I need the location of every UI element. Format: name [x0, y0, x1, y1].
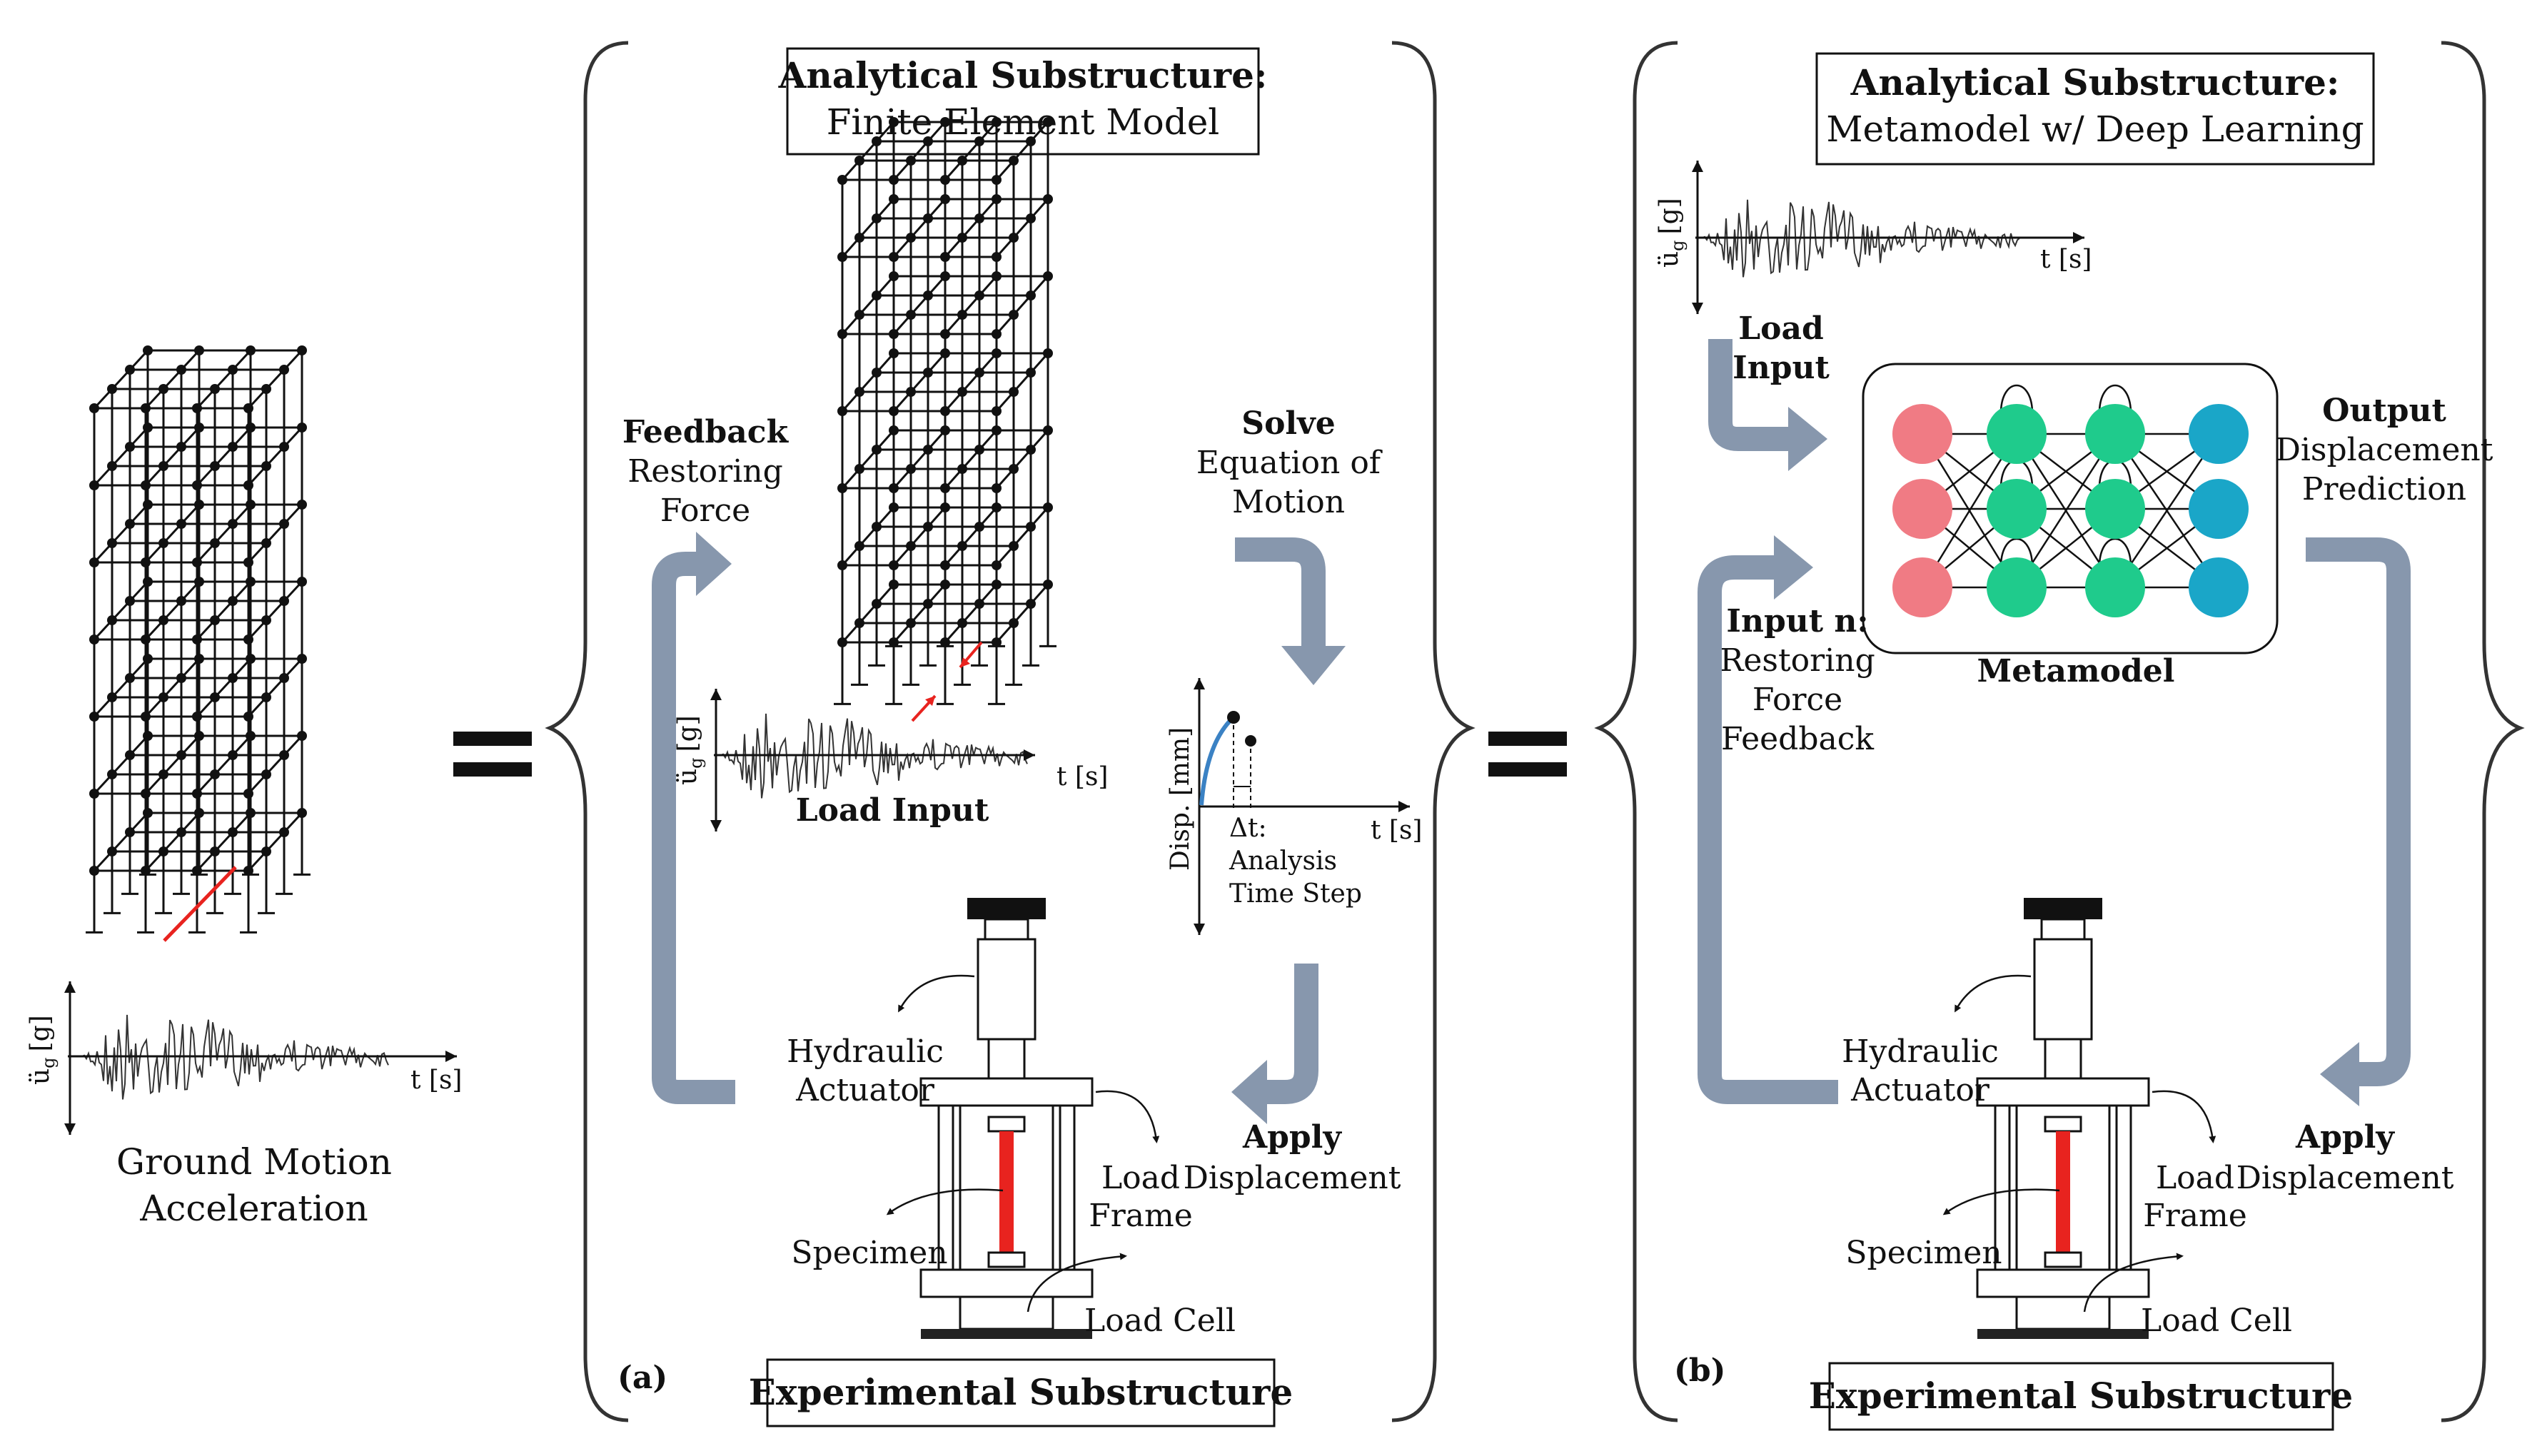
load-frame-label-b-l1: Load [2156, 1160, 2234, 1196]
solve-label-l1: Solve [1241, 405, 1335, 442]
panel-b-title-l2: Metamodel w/ Deep Learning [1826, 108, 2364, 150]
solve-arrow-a [1235, 537, 1326, 649]
input-n-label-l4: Feedback [1721, 721, 1874, 757]
brace-b-left [1594, 41, 1678, 1422]
hydraulic-actuator-rig-b [1942, 898, 2216, 1339]
feedback-label-l1: Feedback [622, 414, 790, 450]
hydraulic-label-a-l1: Hydraulic [787, 1033, 944, 1070]
apply-arrow-a [1264, 964, 1318, 1104]
metamodel-label: Metamodel [1977, 653, 2175, 689]
hydraulic-label-a-l2: Actuator [795, 1072, 935, 1108]
hydraulic-label-b-l1: Hydraulic [1842, 1033, 1999, 1070]
dt-label-l1: Δt: [1229, 814, 1267, 843]
dt-label-l3: Time Step [1229, 879, 1362, 909]
displacement-plot: t [s] Disp. [mm] Δt: Analysis Time Step [1166, 678, 1422, 935]
panel-a-tag: (a) [617, 1360, 667, 1396]
panel-b-title-l1: Analytical Substructure: [1850, 61, 2340, 103]
load-input-label-b-l1: Load [1738, 310, 1824, 347]
output-label-l2: Displacement [2276, 432, 2493, 468]
solve-label-l3: Motion [1232, 484, 1345, 520]
input-n-label-l3: Force [1752, 682, 1842, 718]
load-cell-label-b: Load Cell [2141, 1303, 2292, 1339]
load-frame-label-b-l2: Frame [2143, 1198, 2247, 1234]
load-input-label-a: Load Input [796, 792, 989, 829]
apply-label-a-l2: Displacement [1184, 1160, 1401, 1196]
equals-sign-1 [453, 732, 532, 777]
equals-sign-2 [1488, 732, 1567, 777]
t-axis-label-disp: t [s] [1371, 816, 1422, 845]
load-input-arrow-b [1708, 339, 1788, 451]
specimen-label-a: Specimen [791, 1235, 947, 1271]
hydraulic-actuator-rig-a [886, 898, 1160, 1339]
feedback-label-l3: Force [660, 492, 750, 529]
t-axis-label-b: t [s] [2040, 245, 2092, 274]
ug-axis-label-left: üg[g] [26, 1015, 59, 1085]
brace-b-right [2441, 41, 2525, 1422]
specimen-label-b: Specimen [1845, 1235, 2002, 1271]
ground-motion-signal-left: t [s] üg[g] [26, 981, 462, 1135]
building-frame-model-center [834, 117, 1056, 705]
output-label-l1: Output [2322, 393, 2446, 429]
feedback-label-l2: Restoring [627, 453, 783, 490]
metamodel-network [1862, 363, 2279, 654]
apply-label-b-l1: Apply [2295, 1119, 2395, 1156]
input-n-label-l2: Restoring [1720, 642, 1875, 679]
feedback-arrow-b [1698, 555, 1838, 1104]
input-n-label-l1: Input n: [1726, 603, 1868, 639]
panel-a-experimental-box: Experimental Substructure [749, 1358, 1293, 1427]
panel-a-title-l1: Analytical Substructure: [778, 54, 1268, 96]
ground-motion-label-l2: Acceleration [139, 1188, 368, 1229]
brace-a-left [545, 41, 629, 1422]
t-axis-label-a: t [s] [1056, 762, 1108, 792]
ground-motion-label-l1: Ground Motion [116, 1141, 392, 1183]
panel-a-title-box: Analytical Substructure: Finite Element … [778, 47, 1268, 156]
load-input-signal-a: t [s] üg[g] [673, 689, 1108, 831]
panel-a-experimental-label: Experimental Substructure [749, 1371, 1293, 1413]
disp-axis-label: Disp. [mm] [1166, 727, 1195, 871]
ug-axis-label-b: üg[g] [1655, 198, 1688, 268]
load-input-signal-b: t [s] üg[g] [1655, 161, 2092, 314]
brace-a-right [1391, 41, 1476, 1422]
t-axis-label-left: t [s] [410, 1066, 462, 1095]
feedback-arrow-a [652, 552, 735, 1104]
panel-b-title-box: Analytical Substructure: Metamodel w/ De… [1815, 52, 2375, 166]
load-cell-label-a: Load Cell [1084, 1303, 1236, 1339]
dt-label-l2: Analysis [1229, 846, 1337, 876]
hydraulic-label-b-l2: Actuator [1850, 1072, 1990, 1108]
load-frame-label-a-l2: Frame [1089, 1198, 1193, 1234]
panel-b-experimental-box: Experimental Substructure [1809, 1362, 2353, 1431]
load-input-label-b-l2: Input [1733, 350, 1830, 386]
output-arrow-b [2306, 537, 2411, 1086]
building-frame-model-left [86, 345, 311, 934]
output-label-l3: Prediction [2302, 471, 2466, 507]
solve-label-l2: Equation of [1196, 445, 1383, 481]
load-frame-label-a-l1: Load [1101, 1160, 1180, 1196]
apply-label-b-l2: Displacement [2236, 1160, 2454, 1196]
panel-b-experimental-label: Experimental Substructure [1809, 1375, 2353, 1417]
apply-label-a-l1: Apply [1242, 1119, 1342, 1156]
ug-axis-label-a: üg[g] [673, 715, 706, 785]
damaged-brace-left [163, 866, 237, 942]
panel-b-tag: (b) [1674, 1353, 1725, 1389]
